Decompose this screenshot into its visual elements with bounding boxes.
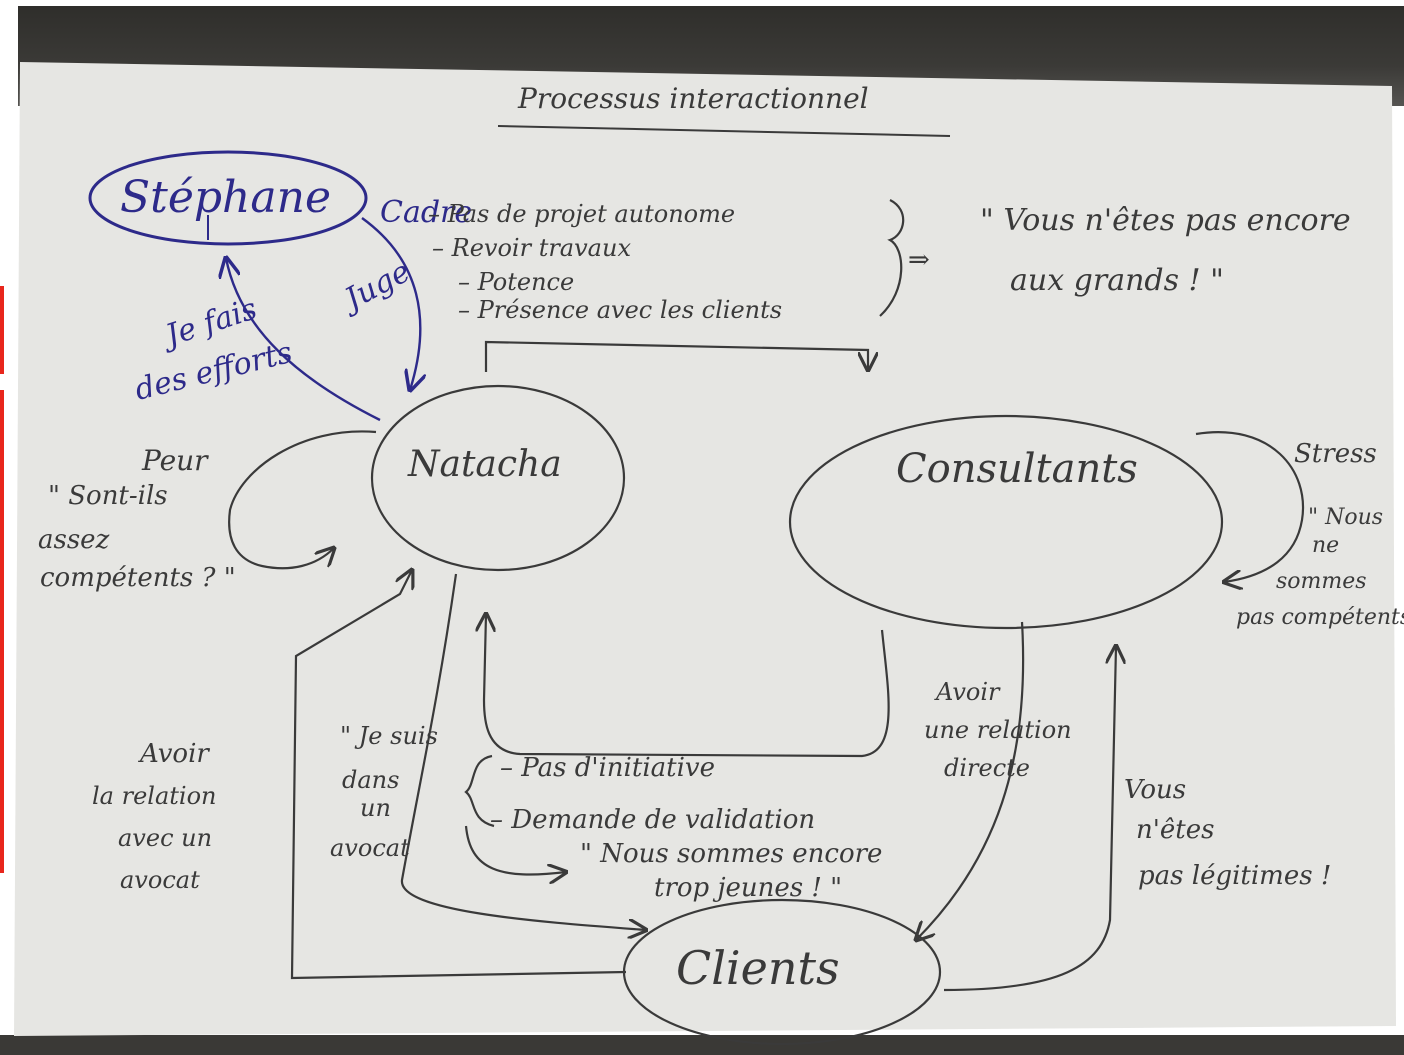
top-list: – Pas de projet autonome – Revoir travau…: [428, 200, 782, 324]
clients-to-consultants-arrow: [943, 646, 1116, 992]
avoir-right-line: une relation: [924, 716, 1072, 744]
cadre-label: Cadre: [380, 195, 472, 230]
avoir-left-line: avocat: [120, 866, 200, 894]
clients-to-natacha-arrow: [290, 570, 627, 980]
consultants-to-natacha-arrow: [484, 614, 890, 758]
inner-line: avocat: [330, 834, 410, 862]
loop-text-line: compétents ? ": [40, 563, 236, 593]
loop-text-line: Stress: [1294, 439, 1377, 469]
red-margin-bar: [0, 286, 4, 374]
consultants-label: Consultants: [896, 446, 1138, 492]
avoir-left-line: Avoir: [138, 739, 210, 769]
consultants-loop-arrow: [1195, 431, 1305, 582]
avoir-left-line: la relation: [92, 782, 217, 810]
top-list-brace: [879, 199, 905, 317]
inner-line: dans: [342, 766, 399, 794]
consultants-to-clients-arrow: [916, 621, 1025, 940]
top-list-item: – Revoir travaux: [432, 234, 631, 262]
list-to-consultants-arrow: [484, 340, 868, 372]
effort-arrow: [226, 258, 381, 422]
avoir-right-line: Avoir: [934, 678, 1001, 706]
avoir-right-text: Avoir une relation directe: [924, 678, 1072, 782]
loop-text-line: ne: [1312, 533, 1339, 558]
dark-background-bottom: [0, 1035, 1404, 1055]
inner-line: un: [360, 794, 391, 822]
quote-middle-line: " Nous sommes encore: [580, 839, 882, 869]
loop-text-line: pas compétents ": [1236, 605, 1404, 630]
avoir-left-line: avec un: [118, 824, 212, 852]
loop-text-line: Peur: [141, 444, 209, 477]
consultants-loop-text: Stress " Nous ne sommes pas compétents ": [1236, 439, 1404, 630]
title-underline: [497, 125, 951, 137]
natacha-to-clients-arrow: [400, 573, 646, 930]
quote-top-line: " Vous n'êtes pas encore: [980, 203, 1351, 238]
clients-label: Clients: [676, 941, 840, 995]
quote-middle-line: trop jeunes ! ": [654, 873, 842, 903]
inner-line: " Je suis: [340, 722, 438, 750]
legit-line: pas légitimes !: [1138, 861, 1331, 891]
diagram-title: Processus interactionnel: [517, 82, 869, 115]
avoir-left-text: Avoir la relation avec un avocat: [92, 739, 217, 894]
natacha-node: [370, 384, 626, 572]
red-margin-bar: [0, 390, 4, 873]
top-list-item: – Pas de projet autonome: [428, 200, 735, 228]
middle-list-item: – Demande de validation: [490, 805, 815, 835]
middle-list-arrow: [464, 825, 566, 875]
loop-text-line: sommes: [1276, 569, 1367, 594]
natacha-loop-text: Peur " Sont-ils assez compétents ? ": [38, 444, 236, 593]
stephane-node: [88, 150, 368, 246]
implies-arrow: ⇒: [908, 245, 930, 275]
consultants-node: [788, 414, 1224, 630]
legit-line: Vous: [1124, 775, 1186, 805]
loop-text-line: " Sont-ils: [48, 481, 168, 511]
loop-text-line: " Nous: [1308, 505, 1383, 530]
paper-sheet: [14, 62, 1396, 1036]
middle-list-item: – Pas d'initiative: [500, 753, 715, 783]
stephane-label: Stéphane: [120, 172, 331, 223]
legit-text: Vous n'êtes pas légitimes !: [1124, 775, 1331, 891]
avoir-right-line: directe: [944, 754, 1030, 782]
natacha-label: Natacha: [407, 444, 562, 485]
top-list-item: – Présence avec les clients: [458, 296, 782, 324]
natacha-loop-arrow: [228, 430, 377, 570]
natacha-inner-text: " Je suis dans un avocat: [330, 722, 438, 862]
quote-top-line: aux grands ! ": [1010, 263, 1224, 298]
loop-text-line: assez: [38, 525, 110, 555]
top-list-item: – Potence: [458, 268, 574, 296]
middle-list-brace: [464, 754, 495, 828]
critique-arrow: [361, 217, 420, 390]
legit-line: n'êtes: [1136, 815, 1214, 845]
